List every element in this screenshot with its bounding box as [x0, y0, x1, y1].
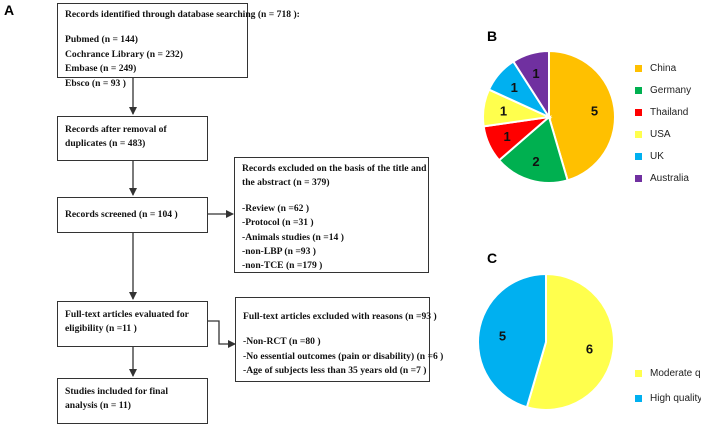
legend-item: Moderate quality — [635, 368, 701, 379]
legend-swatch — [635, 395, 642, 402]
screened-line: Records screened (n = 104 ) — [65, 209, 178, 220]
excluded-fulltext-title: Full-text articles excluded with reasons… — [243, 311, 437, 322]
source-pubmed: Pubmed (n = 144) — [65, 34, 138, 46]
quality-value-label: 6 — [586, 341, 593, 356]
excluded-fulltext-box: Full-text articles excluded with reasons… — [235, 297, 444, 382]
legend-swatch — [635, 87, 642, 94]
panel-label-a: A — [4, 2, 15, 18]
legend-label: USA — [650, 129, 671, 140]
legend-label: Thailand — [650, 107, 689, 118]
legend-item: Thailand — [635, 107, 688, 118]
excluded-non-tce: -non-TCE (n =179 ) — [242, 260, 323, 272]
excluded-title-box: Records excluded on the basis of the tit… — [234, 157, 429, 273]
legend-item: Australia — [635, 173, 689, 184]
excluded-title-line-2: the abstract (n = 379) — [242, 177, 330, 189]
country-value-label: 2 — [532, 154, 539, 169]
source-cochrane: Cochrance Library (n = 232) — [65, 48, 183, 60]
country-slice-germany — [497, 115, 569, 184]
legend-item: USA — [635, 129, 671, 140]
screened-box: Records screened (n = 104 ) — [57, 197, 208, 233]
legend-item: China — [635, 63, 676, 74]
legend-swatch — [635, 175, 642, 182]
excluded-animals: -Animals studies (n =14 ) — [242, 231, 344, 243]
excluded-non-rct: -Non-RCT (n =80 ) — [243, 336, 321, 348]
source-embase: Embase (n = 249) — [65, 63, 137, 75]
country-value-label: 1 — [511, 80, 518, 95]
panel-label-c: C — [487, 250, 498, 266]
removal-line-2: duplicates (n = 483) — [65, 138, 146, 150]
legend-label: China — [650, 63, 677, 74]
legend-swatch — [635, 370, 642, 377]
fulltext-box: Full-text articles evaluated for eligibi… — [57, 301, 208, 347]
excluded-age: -Age of subjects less than 35 years old … — [243, 365, 427, 377]
excluded-non-lbp: -non-LBP (n =93 ) — [242, 245, 316, 257]
quality-value-label: 5 — [499, 329, 506, 344]
legend-label: Moderate quality — [650, 368, 701, 379]
arrow-fulltext-to-excluded — [208, 320, 236, 348]
source-ebsco: Ebsco (n = 93 ) — [65, 77, 126, 89]
panel-label-b: B — [487, 28, 498, 44]
identification-title: Records identified through database sear… — [65, 9, 300, 20]
legend-swatch — [635, 131, 642, 138]
legend-item: Germany — [635, 85, 691, 96]
country-slice-china — [548, 49, 616, 182]
quality-slice-moderate-quality — [525, 272, 615, 411]
legend-label: Germany — [650, 85, 692, 96]
legend-label: Australia — [650, 173, 689, 184]
legend-label: UK — [650, 151, 664, 162]
country-slice-australia — [511, 49, 550, 121]
country-value-label: 1 — [532, 66, 539, 81]
country-value-label: 5 — [591, 103, 598, 118]
country-value-label: 1 — [504, 129, 511, 144]
legend-item: UK — [635, 151, 664, 162]
excluded-review: -Review (n =62 ) — [242, 202, 310, 214]
fulltext-line-2: eligibility (n =11 ) — [65, 323, 137, 335]
legend-swatch — [635, 109, 642, 116]
included-box: Studies included for final analysis (n =… — [57, 378, 208, 424]
country-value-label: 1 — [500, 103, 507, 118]
legend-swatch — [635, 153, 642, 160]
identification-box: Records identified through database sear… — [57, 3, 300, 89]
legend-item: High quality — [635, 393, 701, 404]
excluded-no-outcomes: -No essential outcomes (pain or disabili… — [243, 350, 444, 362]
excluded-title-line-1: Records excluded on the basis of the tit… — [242, 163, 427, 174]
excluded-protocol: -Protocol (n =31 ) — [242, 217, 314, 229]
included-line-1: Studies included for final — [65, 386, 168, 397]
legend-label: High quality — [650, 393, 701, 404]
included-line-2: analysis (n = 11) — [65, 400, 131, 412]
removal-line-1: Records after removal of — [65, 124, 167, 135]
removal-box: Records after removal of duplicates (n =… — [57, 116, 208, 161]
fulltext-line-1: Full-text articles evaluated for — [65, 309, 189, 320]
quality-slice-high-quality — [476, 272, 547, 409]
legend-swatch — [635, 65, 642, 72]
